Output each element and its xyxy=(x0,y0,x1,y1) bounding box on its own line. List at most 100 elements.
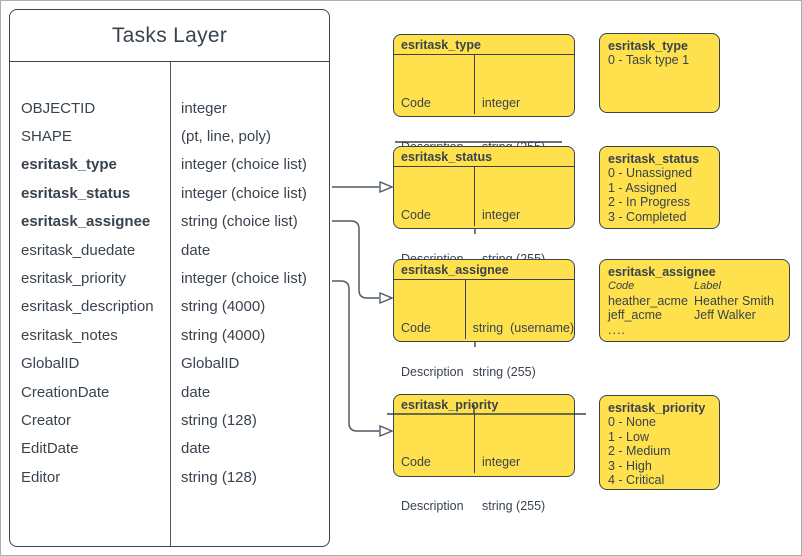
field-name: Description xyxy=(401,364,464,379)
domain-table-esritask-assignee: esritask_assignee Code Description strin… xyxy=(393,259,575,379)
table-row: GlobalID GlobalID xyxy=(10,350,329,378)
field-name: Code xyxy=(401,321,431,336)
value-label: Jeff Walker xyxy=(694,308,756,323)
column-header: Code xyxy=(608,280,635,293)
domain-field-types: string (username) string (255) xyxy=(466,280,574,379)
table-row: esritask_duedate date xyxy=(10,236,329,264)
field-type: string (128) xyxy=(181,468,257,486)
field-name: EditDate xyxy=(21,440,79,458)
field-type: string (username) xyxy=(472,321,574,336)
value-list-esritask-assignee: esritask_assignee Code Label heather_acme… xyxy=(599,259,790,342)
value-list-title: esritask_priority xyxy=(608,401,706,415)
field-type: string (128) xyxy=(181,411,257,429)
connector-esritask-assignee xyxy=(332,220,379,299)
value-list-esritask-status: esritask_status 0 - Unassigned 1 - Assig… xyxy=(599,146,720,229)
value-code: jeff_acme xyxy=(608,308,662,323)
field-name: esritask_priority xyxy=(21,270,127,288)
value-code: heather_acme xyxy=(608,293,688,308)
domain-table-title: esritask_assignee xyxy=(394,260,574,280)
value-list-ellipsis: .... xyxy=(608,322,626,337)
column-divider xyxy=(170,62,171,546)
field-type: (pt, line, poly) xyxy=(181,128,272,146)
field-type: string (255) xyxy=(472,364,536,379)
domain-field-types: integer string (255) xyxy=(475,414,574,513)
domain-table-esritask-status: esritask_status Code Description integer… xyxy=(393,146,575,266)
field-name: GlobalID xyxy=(21,355,80,373)
field-type: string (4000) xyxy=(181,298,266,316)
domain-table-body: Code Description integer string (255) xyxy=(394,55,574,154)
field-name: Code xyxy=(401,208,431,223)
value-list-title: esritask_status xyxy=(608,152,700,166)
field-type: date xyxy=(181,241,211,259)
field-type: integer xyxy=(482,96,521,111)
value-list-column-headers: Code Label xyxy=(608,279,781,293)
open-arrowhead-icon xyxy=(379,180,394,194)
table-row: esritask_description string (4000) xyxy=(10,293,329,321)
value-item: 0 - None xyxy=(608,415,656,430)
field-name: esritask_type xyxy=(21,156,117,174)
domain-table-body: Code Description integer string (255) xyxy=(394,414,574,513)
value-row: jeff_acme Jeff Walker xyxy=(608,308,781,322)
field-name: CreationDate xyxy=(21,383,110,401)
value-list-esritask-type: esritask_type 0 - Task type 1 xyxy=(599,33,720,113)
open-arrowhead-icon xyxy=(379,424,394,438)
column-header: Label xyxy=(694,280,721,293)
field-name: esritask_duedate xyxy=(21,241,136,259)
table-row: esritask_notes string (4000) xyxy=(10,321,329,349)
domain-table-body: Code Description string (username) strin… xyxy=(394,280,574,379)
value-item: 0 - Task type 1 xyxy=(608,53,690,68)
value-item: 1 - Assigned xyxy=(608,180,677,195)
field-name: Description xyxy=(401,498,464,513)
domain-table-esritask-type: esritask_type Code Description integer s… xyxy=(393,34,575,154)
open-arrowhead-icon xyxy=(379,291,394,305)
value-label: Heather Smith xyxy=(694,293,774,308)
domain-field-types: integer string (255) xyxy=(475,167,574,266)
domain-table-body: Code Description integer string (255) xyxy=(394,167,574,266)
domain-field-names: Code Description xyxy=(394,414,475,513)
value-item: 3 - High xyxy=(608,458,652,473)
field-name: Editor xyxy=(21,468,61,486)
field-type: integer (choice list) xyxy=(181,156,307,174)
table-row: esritask_type integer (choice list) xyxy=(10,151,329,179)
field-name: esritask_notes xyxy=(21,326,118,344)
field-name: OBJECTID xyxy=(21,99,96,117)
value-item: 1 - Low xyxy=(608,429,649,444)
value-list-title: esritask_type xyxy=(608,39,688,53)
table-row: esritask_assignee string (choice list) xyxy=(10,208,329,236)
field-name: esritask_assignee xyxy=(21,213,151,231)
field-type: integer xyxy=(482,455,521,470)
field-type: GlobalID xyxy=(181,355,240,373)
table-row: SHAPE(pt, line, poly) xyxy=(10,122,329,150)
field-name: Code xyxy=(401,96,431,111)
field-name: esritask_status xyxy=(21,184,131,202)
domain-field-types: integer string (255) xyxy=(475,55,574,154)
domain-field-names: Code Description xyxy=(394,167,475,266)
domain-table-esritask-priority: esritask_priority Code Description integ… xyxy=(393,394,575,513)
value-item: 3 - Completed xyxy=(608,209,687,224)
tasks-layer-title: Tasks Layer xyxy=(10,10,329,62)
field-type: integer (choice list) xyxy=(181,184,307,202)
field-name: esritask_description xyxy=(21,298,154,316)
connector-esritask-priority xyxy=(332,280,379,432)
table-row: esritask_status integer (choice list) xyxy=(10,179,329,207)
table-row: Editor string (128) xyxy=(10,463,329,491)
domain-table-title: esritask_status xyxy=(394,147,574,167)
value-item: 4 - Critical xyxy=(608,473,665,488)
value-list-title: esritask_assignee xyxy=(608,265,716,279)
field-name: Creator xyxy=(21,411,72,429)
field-type: string (4000) xyxy=(181,326,266,344)
domain-field-names: Code Description xyxy=(394,280,466,379)
domain-field-names: Code Description xyxy=(394,55,475,154)
field-name: Code xyxy=(401,455,431,470)
field-type: string (choice list) xyxy=(181,213,298,231)
value-item: 2 - In Progress xyxy=(608,195,690,210)
field-type: date xyxy=(181,440,211,458)
table-row: EditDate date xyxy=(10,435,329,463)
field-type: integer xyxy=(482,208,521,223)
